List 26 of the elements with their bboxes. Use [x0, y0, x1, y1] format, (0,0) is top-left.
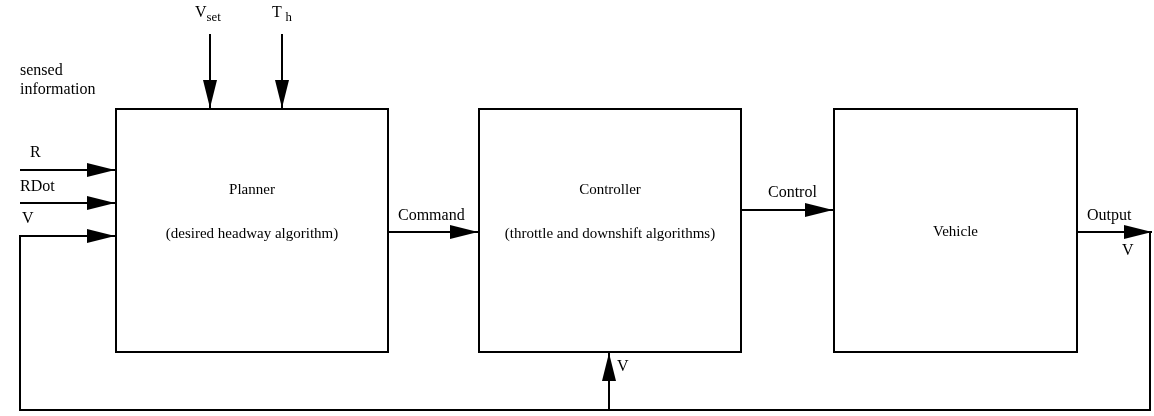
arrow: [19, 163, 116, 177]
arrow: [741, 203, 834, 217]
edge-label: Command: [398, 205, 465, 225]
block-title: Vehicle: [933, 222, 978, 240]
arrow: [388, 225, 479, 239]
arrow: [203, 33, 217, 109]
process-box: [115, 108, 389, 353]
block-title: Controller: [579, 180, 641, 198]
arrow: [602, 231, 1151, 411]
block-description: (desired headway algorithm): [165, 224, 339, 243]
edge-label: T $_{h}$: [272, 2, 292, 26]
edge-label: RDot: [20, 176, 55, 196]
edge-label: V: [617, 356, 629, 376]
arrow: [19, 196, 116, 210]
process-box: [478, 108, 742, 353]
arrow: [275, 33, 289, 109]
edge-label: Control: [768, 182, 817, 202]
signal-label: V: [1122, 240, 1134, 260]
block-description: (throttle and downshift algorithms): [504, 224, 716, 243]
process-box: [833, 108, 1078, 353]
edge-label: V: [22, 208, 34, 228]
edge-label: R: [30, 142, 41, 162]
edge-label: Output: [1087, 205, 1132, 225]
edge-label: V$_{set}$: [195, 2, 221, 26]
block-title: Planner: [229, 180, 275, 198]
signal-label: sensed information: [20, 60, 97, 99]
